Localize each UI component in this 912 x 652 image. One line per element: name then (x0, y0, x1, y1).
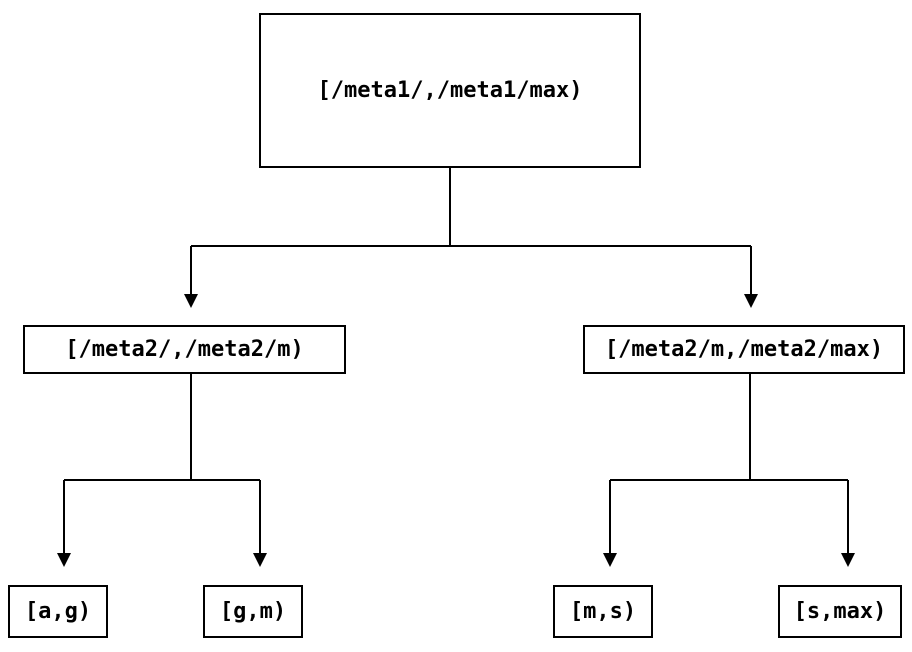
arrow-down-icon (57, 553, 71, 567)
node-leaf-ms: [m,s) (553, 585, 653, 638)
arrow-down-icon (841, 553, 855, 567)
node-leaf-ms-label: [m,s) (569, 599, 637, 624)
node-leaf-smax: [s,max) (778, 585, 902, 638)
node-leaf-ag-label: [a,g) (24, 599, 92, 624)
arrow-down-icon (184, 294, 198, 308)
node-meta2-left: [/meta2/,/meta2/m) (23, 325, 346, 374)
node-root: [/meta1/,/meta1/max) (259, 13, 641, 168)
node-leaf-gm: [g,m) (203, 585, 303, 638)
node-root-label: [/meta1/,/meta1/max) (317, 78, 583, 103)
arrow-down-icon (253, 553, 267, 567)
node-leaf-smax-label: [s,max) (793, 599, 887, 624)
node-leaf-gm-label: [g,m) (219, 599, 287, 624)
node-leaf-ag: [a,g) (8, 585, 108, 638)
arrow-down-icon (744, 294, 758, 308)
arrow-down-icon (603, 553, 617, 567)
edge-root-branch (190, 168, 752, 294)
node-meta2-right-label: [/meta2/m,/meta2/max) (604, 337, 884, 362)
edge-right-branch (609, 374, 849, 553)
node-meta2-left-label: [/meta2/,/meta2/m) (65, 337, 304, 362)
node-meta2-right: [/meta2/m,/meta2/max) (583, 325, 905, 374)
edge-left-branch (63, 374, 261, 553)
